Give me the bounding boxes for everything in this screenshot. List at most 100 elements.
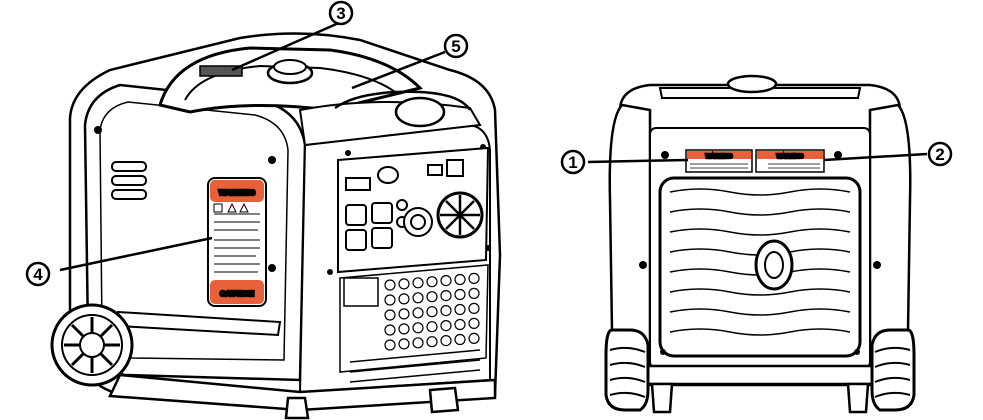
grille-hole xyxy=(468,332,480,344)
display-screen xyxy=(345,177,371,191)
callout-1-label: 1 xyxy=(568,153,577,172)
ignition-switch xyxy=(377,166,399,184)
callout-2-label: 2 xyxy=(935,145,944,164)
rear-warning-left-header xyxy=(687,151,751,159)
rear-screws xyxy=(639,151,881,355)
grille-hole xyxy=(454,333,466,346)
rear-feet xyxy=(650,382,870,414)
generator-side-view: WARNING CAUTION xyxy=(50,32,502,420)
side-warning-decal: WARNING CAUTION xyxy=(207,177,267,307)
twist-lock-inner xyxy=(410,214,426,230)
side-warning-text-lines xyxy=(214,213,260,273)
grille-hole xyxy=(440,335,452,347)
rear-bottom-bar xyxy=(643,364,877,386)
control-panel xyxy=(337,146,490,274)
side-warning-header xyxy=(210,180,264,202)
top-handle-grip xyxy=(184,64,396,101)
rear-fuel-cap xyxy=(726,74,778,94)
side-caution-title: CAUTION xyxy=(220,289,254,298)
grille-hole xyxy=(468,302,480,314)
rear-left-wheel xyxy=(604,328,650,412)
grille-hole xyxy=(398,293,410,305)
rear-grille-bar xyxy=(669,328,851,336)
callout-3-label: 3 xyxy=(336,4,345,23)
rear-right-wheel xyxy=(870,328,916,412)
toggle-switch xyxy=(427,164,443,176)
grille-hole xyxy=(384,324,396,336)
top-vent xyxy=(199,65,243,77)
grille-hole xyxy=(468,287,480,299)
grille-holes xyxy=(384,272,480,351)
rear-grille-bar xyxy=(669,288,851,296)
generator-rear-view: WARNING WARNING xyxy=(604,74,916,414)
rear-grille-bar xyxy=(669,208,851,216)
rear-grille-bar xyxy=(669,188,851,196)
grille-hole xyxy=(398,308,410,320)
side-caution-header xyxy=(210,280,264,304)
grille-hole xyxy=(454,303,466,316)
top-right-handle xyxy=(334,90,472,111)
grille-hole xyxy=(412,292,424,304)
grille-hole xyxy=(440,305,452,317)
feet xyxy=(284,386,460,420)
ac-outlets xyxy=(345,202,393,251)
rear-right-pillar xyxy=(868,103,912,350)
grille-hole xyxy=(384,339,396,351)
top-handle-hole xyxy=(394,96,446,128)
breaker-button xyxy=(396,199,408,211)
grille-hole xyxy=(384,309,396,321)
rear-left-pillar xyxy=(608,103,652,350)
callout-lines xyxy=(59,20,928,272)
grille-hole xyxy=(454,318,466,331)
callout-1: 1 xyxy=(560,149,586,175)
grille-hole xyxy=(412,277,424,289)
rear-top-ridge xyxy=(658,87,862,99)
muffler-outlet-inner xyxy=(764,251,784,279)
callout-4: 4 xyxy=(25,261,51,287)
bottom-skirt xyxy=(108,373,497,412)
grille-hole xyxy=(440,275,452,287)
lower-access-panel xyxy=(343,277,379,307)
grille-hole xyxy=(468,317,480,329)
grille-hole xyxy=(426,276,438,288)
rear-wheel-tread xyxy=(609,346,911,398)
callout-5: 5 xyxy=(443,33,469,59)
grille-hole xyxy=(398,278,410,290)
grille-hole xyxy=(412,322,424,334)
callout-3: 3 xyxy=(328,0,354,26)
rear-warning-left-title: WARNING xyxy=(706,154,733,160)
rear-grille-bars xyxy=(669,188,851,336)
fuel-cap-top xyxy=(273,59,307,75)
rear-warning-right-title: WARNING xyxy=(777,154,804,160)
grille-hole xyxy=(454,288,466,301)
grille-hole xyxy=(440,290,452,302)
grille-hole xyxy=(426,336,438,348)
grille-hole xyxy=(454,273,466,286)
grille-hole xyxy=(426,321,438,333)
grille-hole xyxy=(426,291,438,303)
rear-grille-bar xyxy=(669,228,851,236)
callout-4-label: 4 xyxy=(33,265,43,284)
side-warning-title: WARNING xyxy=(219,188,255,197)
rear-grille-bar xyxy=(669,308,851,316)
side-warning-icons xyxy=(213,202,249,213)
lower-grille xyxy=(339,264,489,373)
rear-warning-right-header xyxy=(757,151,823,159)
wheel xyxy=(50,303,134,387)
choke-switch xyxy=(446,159,464,177)
grille-hole xyxy=(440,320,452,332)
callout-5-label: 5 xyxy=(451,37,460,56)
grille-hole xyxy=(398,338,410,350)
recoil-knob-spokes xyxy=(440,195,480,235)
grille-hole xyxy=(426,306,438,318)
callout-2: 2 xyxy=(927,141,953,167)
grille-hole xyxy=(384,279,396,291)
grille-hole xyxy=(468,272,480,284)
grille-hole xyxy=(398,323,410,335)
bottom-vent-slots xyxy=(349,349,481,383)
grille-hole xyxy=(412,337,424,349)
front-vents xyxy=(111,161,147,200)
grille-hole xyxy=(412,307,424,319)
grille-hole xyxy=(384,294,396,306)
